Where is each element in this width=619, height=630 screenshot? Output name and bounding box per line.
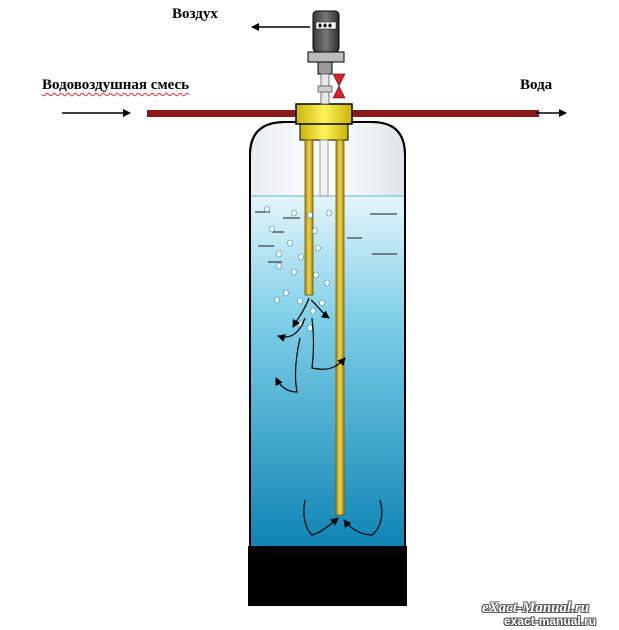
water-volume [251,196,404,547]
tank [249,121,406,549]
flow-arrows-upper [275,297,346,393]
air-tube [319,139,329,197]
air-compressor-icon [307,10,345,105]
tank-base [248,546,407,606]
air-water-mix-label: Водовоздушная смесь [42,77,190,93]
check-valve-icon [332,73,346,99]
flow-arrows-lower [303,499,383,536]
watermark: eXact-Manual.ru [482,600,590,616]
water-label: Вода [520,77,553,93]
riser-tube [335,139,345,516]
air-label: Воздух [172,6,218,22]
tank-head [295,103,353,141]
watermark-sub: exact-manual.ru [504,614,597,628]
